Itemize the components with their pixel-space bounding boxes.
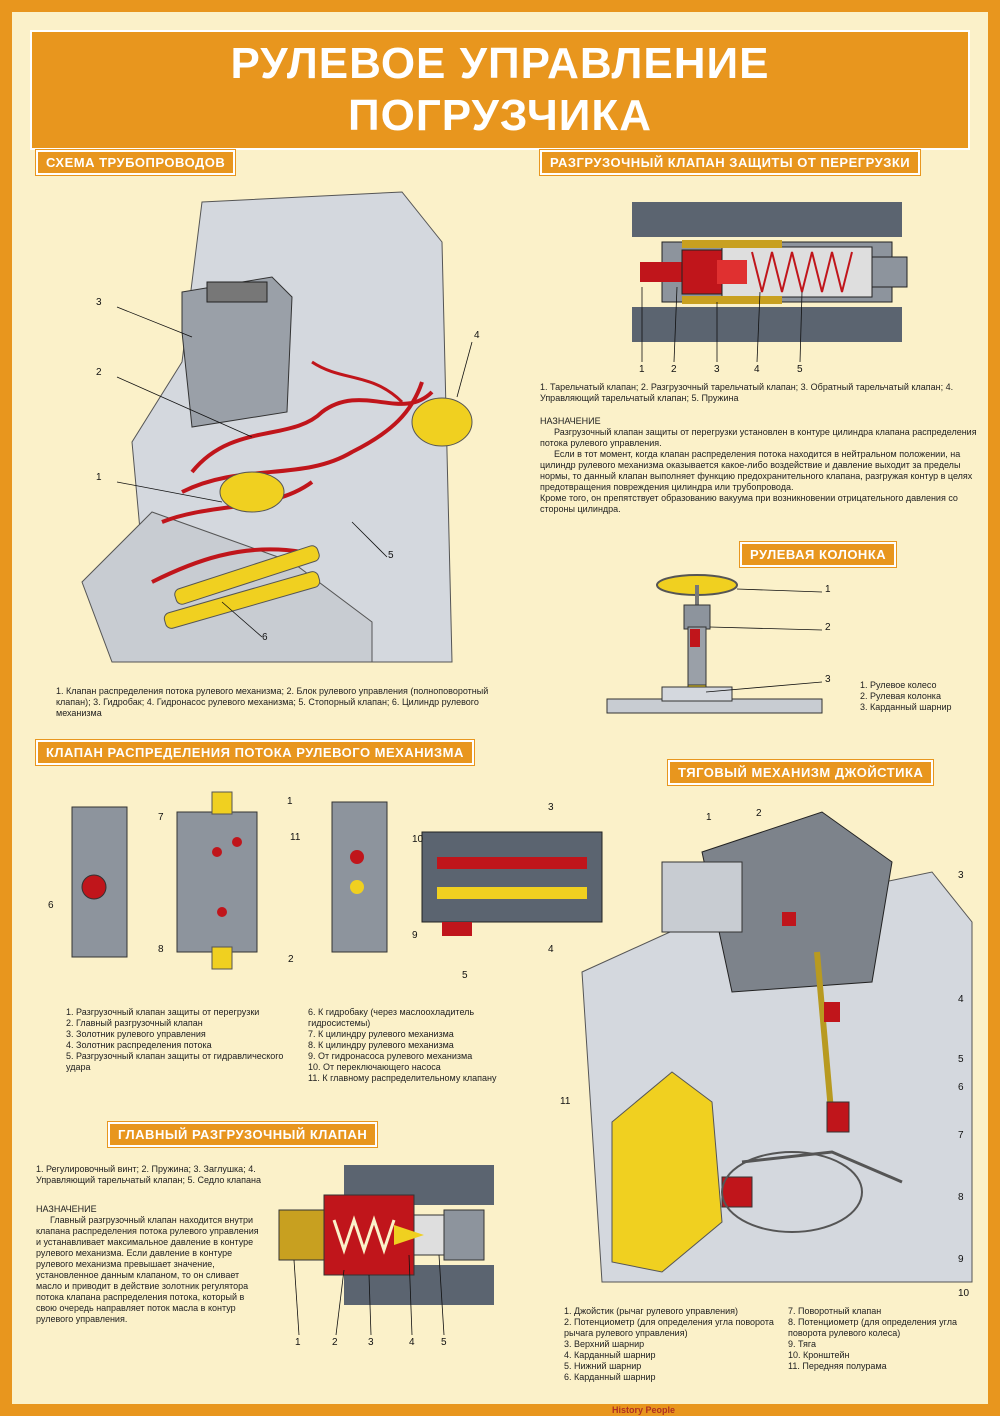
joystick-legend-3: 3. Верхний шарнир — [564, 1339, 645, 1349]
joystick-callout-4: 4 — [958, 994, 964, 1005]
main-relief-purpose: НАЗНАЧЕНИЕ Главный разгрузочный клапан н… — [36, 1204, 266, 1325]
joystick-legend-right: 7. Поворотный клапан 8. Потенциометр (дл… — [788, 1306, 980, 1372]
joystick-legend-5: 5. Нижний шарнир — [564, 1361, 642, 1371]
joystick-callout-8: 8 — [958, 1192, 964, 1203]
main-relief-callout-5: 5 — [441, 1337, 447, 1348]
overload-purpose-p3: Кроме того, он препятствует образованию … — [540, 493, 958, 514]
main-relief-purpose-text: Главный разгрузочный клапан находится вн… — [36, 1215, 259, 1324]
title-line-2: ПОГРУЗЧИКА — [348, 91, 652, 140]
flow-legend-5: 5. Разгрузочный клапан защиты от гидравл… — [66, 1051, 284, 1072]
section-flow-header: КЛАПАН РАСПРЕДЕЛЕНИЯ ПОТОКА РУЛЕВОГО МЕХ… — [36, 740, 474, 765]
flow-callout-2: 2 — [288, 954, 294, 965]
flow-callout-3: 3 — [548, 802, 554, 813]
joystick-legend-7: 7. Поворотный клапан — [788, 1306, 882, 1316]
joystick-legend-10: 10. Кронштейн — [788, 1350, 850, 1360]
flow-callout-4: 4 — [548, 944, 554, 955]
overload-purpose-head: НАЗНАЧЕНИЕ — [540, 416, 601, 426]
joystick-illustration — [581, 811, 973, 1283]
flow-legend-3: 3. Золотник рулевого управления — [66, 1029, 206, 1039]
overload-callout-4: 4 — [754, 364, 760, 375]
column-legend-1: 1. Рулевое колесо — [860, 680, 937, 690]
flow-legend-1: 1. Разгрузочный клапан защиты от перегру… — [66, 1007, 260, 1017]
pipes-callout-3: 3 — [96, 297, 102, 308]
column-legend: 1. Рулевое колесо 2. Рулевая колонка 3. … — [860, 680, 980, 713]
flow-legend-2: 2. Главный разгрузочный клапан — [66, 1018, 203, 1028]
joystick-callout-1: 1 — [706, 812, 712, 823]
column-legend-3: 3. Карданный шарнир — [860, 702, 952, 712]
section-pipes-header: СХЕМА ТРУБОПРОВОДОВ — [36, 150, 236, 175]
joystick-legend-1: 1. Джойстик (рычаг рулевого управления) — [564, 1306, 739, 1316]
flow-valve-illustration — [71, 791, 603, 970]
flow-legend-right: 6. К гидробаку (через маслоохладитель ги… — [308, 1007, 528, 1084]
main-relief-legend: 1. Регулировочный винт; 2. Пружина; 3. З… — [36, 1164, 262, 1185]
joystick-callout-6: 6 — [958, 1082, 964, 1093]
pipes-callout-5: 5 — [388, 550, 394, 561]
joystick-callout-7: 7 — [958, 1130, 964, 1141]
flow-callout-1: 1 — [287, 796, 293, 807]
overload-purpose: НАЗНАЧЕНИЕ Разгрузочный клапан защиты от… — [540, 416, 980, 515]
joystick-legend-left: 1. Джойстик (рычаг рулевого управления) … — [564, 1306, 784, 1383]
flow-legend-7: 7. К цилиндру рулевого механизма — [308, 1029, 454, 1039]
pipes-caption: 1. Клапан распределения потока рулевого … — [56, 686, 489, 718]
brand-logo: History People — [612, 1405, 676, 1415]
column-callout-2: 2 — [825, 622, 831, 633]
page-title: РУЛЕВОЕ УПРАВЛЕНИЕ ПОГРУЗЧИКА — [30, 30, 970, 150]
overload-callout-1: 1 — [639, 364, 645, 375]
overload-callout-5: 5 — [797, 364, 803, 375]
main-relief-callout-1: 1 — [295, 1337, 301, 1348]
main-relief-callout-3: 3 — [368, 1337, 374, 1348]
main-relief-callout-2: 2 — [332, 1337, 338, 1348]
pipes-callout-2: 2 — [96, 367, 102, 378]
pipes-callout-4: 4 — [474, 330, 480, 341]
joystick-callout-9: 9 — [958, 1254, 964, 1265]
flow-callout-7: 7 — [158, 812, 164, 823]
joystick-legend-4: 4. Карданный шарнир — [564, 1350, 656, 1360]
flow-legend-9: 9. От гидронасоса рулевого механизма — [308, 1051, 473, 1061]
flow-legend-left: 1. Разгрузочный клапан защиты от перегру… — [66, 1007, 286, 1073]
joystick-callout-5: 5 — [958, 1054, 964, 1065]
overload-purpose-p1: Разгрузочный клапан защиты от перегрузки… — [540, 427, 977, 448]
pipes-callout-6: 6 — [262, 632, 268, 643]
flow-legend-6: 6. К гидробаку (через маслоохладитель ги… — [308, 1007, 475, 1028]
joystick-callout-3: 3 — [958, 870, 964, 881]
flow-callout-5: 5 — [462, 970, 468, 981]
overload-legend: 1. Тарельчатый клапан; 2. Разгрузочный т… — [540, 382, 954, 403]
flow-callout-6: 6 — [48, 900, 54, 911]
column-callout-3: 3 — [825, 674, 831, 685]
column-callout-1: 1 — [825, 584, 831, 595]
overload-callout-3: 3 — [714, 364, 720, 375]
flow-callout-9: 9 — [412, 930, 418, 941]
flow-legend-11: 11. К главному распределительному клапан… — [308, 1073, 497, 1083]
overload-callout-2: 2 — [671, 364, 677, 375]
flow-legend-10: 10. От переключающего насоса — [308, 1062, 441, 1072]
steering-column-illustration — [606, 574, 823, 714]
joystick-callout-11: 11 — [560, 1096, 571, 1107]
joystick-legend-8: 8. Потенциометр (для определения угла по… — [788, 1317, 957, 1338]
joystick-legend-2: 2. Потенциометр (для определения угла по… — [564, 1317, 774, 1338]
flow-legend-4: 4. Золотник распределения потока — [66, 1040, 212, 1050]
overload-purpose-p2: Если в тот момент, когда клапан распреде… — [540, 449, 973, 492]
overload-valve-illustration — [632, 202, 908, 363]
joystick-legend-6: 6. Карданный шарнир — [564, 1372, 656, 1382]
section-main-relief-header: ГЛАВНЫЙ РАЗГРУЗОЧНЫЙ КЛАПАН — [108, 1122, 378, 1147]
main-relief-callout-4: 4 — [409, 1337, 415, 1348]
main-relief-purpose-head: НАЗНАЧЕНИЕ — [36, 1204, 97, 1214]
title-line-1: РУЛЕВОЕ УПРАВЛЕНИЕ — [230, 39, 770, 88]
poster: РУЛЕВОЕ УПРАВЛЕНИЕ ПОГРУЗЧИКА СХЕМА ТРУБ… — [12, 12, 988, 1415]
main-relief-valve-illustration — [278, 1165, 494, 1336]
flow-callout-10: 10 — [412, 834, 424, 845]
joystick-callout-10: 10 — [958, 1288, 970, 1299]
joystick-callout-2: 2 — [756, 808, 762, 819]
column-legend-2: 2. Рулевая колонка — [860, 691, 941, 701]
section-overload-header: РАЗГРУЗОЧНЫЙ КЛАПАН ЗАЩИТЫ ОТ ПЕРЕГРУЗКИ — [540, 150, 921, 175]
flow-legend-8: 8. К цилиндру рулевого механизма — [308, 1040, 454, 1050]
pipes-illustration — [81, 191, 473, 663]
flow-callout-8: 8 — [158, 944, 164, 955]
flow-callout-11: 11 — [290, 832, 301, 843]
pipes-callout-1: 1 — [96, 472, 102, 483]
section-column-header: РУЛЕВАЯ КОЛОНКА — [740, 542, 897, 567]
section-joystick-header: ТЯГОВЫЙ МЕХАНИЗМ ДЖОЙСТИКА — [668, 760, 934, 785]
joystick-legend-11: 11. Передняя полурама — [788, 1361, 887, 1371]
joystick-legend-9: 9. Тяга — [788, 1339, 816, 1349]
